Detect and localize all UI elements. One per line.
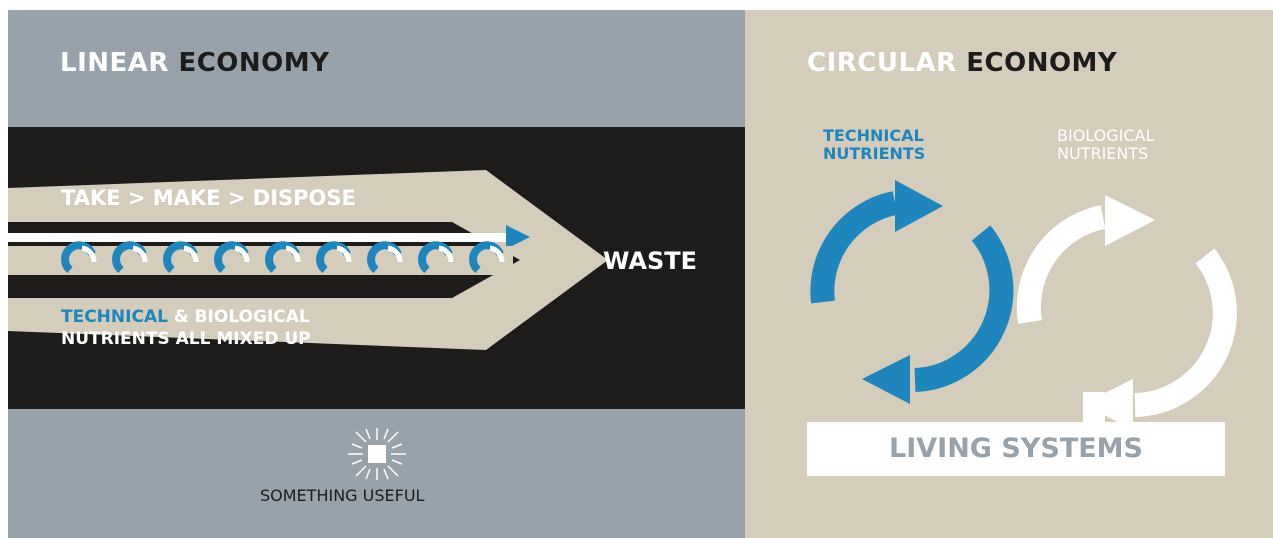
economy-title-word: ECONOMY [178,48,330,78]
technical-cycle-arrowhead-bottom [862,355,910,404]
biological-nutrients-line1: BIOLOGICAL [1057,126,1155,145]
linear-flow-arrow-icon [8,170,608,350]
swirl-mark-highlight [489,245,505,263]
linear-graphics [8,170,608,480]
technical-nutrients-line2: NUTRIENTS [823,144,926,163]
technical-cycle-icon [810,191,1014,392]
technical-word: TECHNICAL [61,307,168,327]
linear-title-word: LINEAR [60,48,169,78]
sun-burst-icon [348,428,406,480]
mixed-nutrient-swirl-icon [61,241,505,274]
biological-word: & BIOLOGICAL [173,307,310,327]
waste-label: WASTE [603,247,698,275]
living-systems-label: LIVING SYSTEMS [889,433,1143,464]
circular-economy-title: CIRCULAR ECONOMY [807,48,1117,78]
circular-graphics [807,180,1237,476]
take-make-line [8,233,513,242]
technical-nutrients-line1: TECHNICAL [823,126,924,145]
biological-nutrients-line2: NUTRIENTS [1057,144,1149,163]
circular-economy-title-word: ECONOMY [966,48,1118,78]
swirl-mark-highlight [438,245,454,263]
swirl-mark-highlight [336,245,352,263]
biological-cycle-icon [1016,205,1237,417]
linear-economy-panel: LINEAR ECONOMY [8,10,745,538]
swirl-mark-highlight [183,245,199,263]
mixed-nutrients-label-line1: TECHNICAL & BIOLOGICAL [61,307,310,327]
take-make-arrowhead [506,225,530,249]
swirl-mark-highlight [132,245,148,263]
technical-cycle-arrowhead-top [895,180,943,232]
swirl-mark-highlight [81,245,97,263]
something-useful-label: SOMETHING USEFUL [260,486,425,505]
biological-cycle-arrowhead-top [1105,195,1155,246]
biological-cycle-arrowhead-bottom [1083,379,1133,430]
swirl-mark-highlight [285,245,301,263]
mixed-nutrients-label-line2: NUTRIENTS ALL MIXED UP [61,329,311,349]
swirl-mark-highlight [387,245,403,263]
linear-economy-title: LINEAR ECONOMY [60,48,329,78]
circular-economy-panel: CIRCULAR ECONOMY TECHNICAL NUTRIENTS BIO… [745,10,1273,538]
circular-title-word: CIRCULAR [807,48,957,78]
swirl-mark-highlight [234,245,250,263]
living-systems-box [807,422,1225,476]
take-make-dispose-label: TAKE > MAKE > DISPOSE [61,186,356,210]
